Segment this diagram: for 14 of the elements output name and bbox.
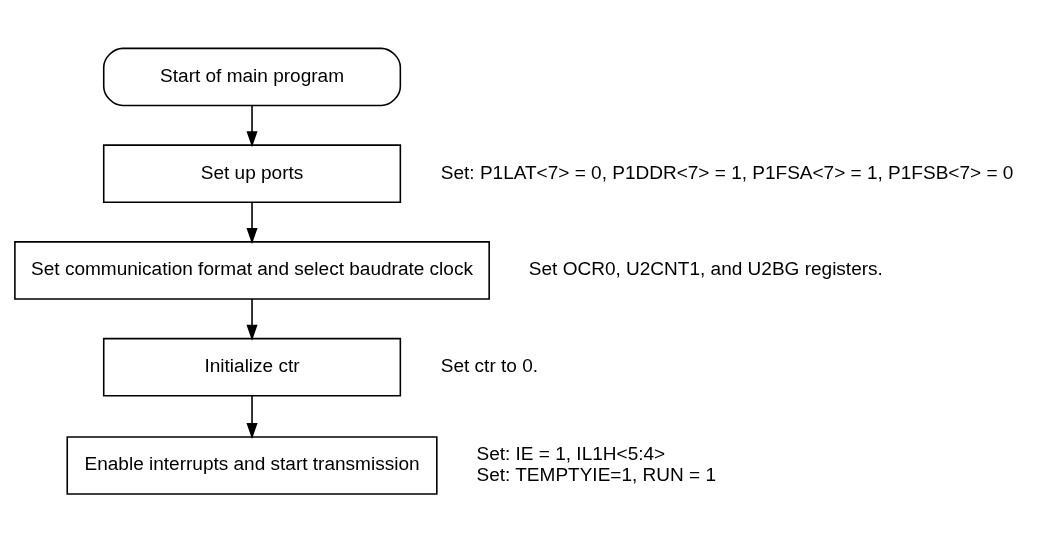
node-label: Set: P1LAT<7> = 0, P1DDR<7> = 1, P1FSA<7> = 1, P1FSB<7> = 0 — [440, 161, 1014, 183]
node-label: Set: TEMPTYIE=1, RUN = 1 — [476, 463, 717, 485]
node-label: Set OCR0, U2CNT1, and U2BG registers. — [528, 258, 883, 280]
arrow — [246, 298, 258, 341]
node-box: Initialize ctr — [102, 337, 402, 397]
node-box: Start of main program — [102, 47, 402, 107]
arrow — [246, 394, 258, 439]
node-label: Set ctr to 0. — [440, 355, 539, 377]
arrow — [246, 104, 258, 148]
node-box: Set communication format and select baudrate clock — [14, 241, 490, 300]
node-box: Set up ports — [102, 144, 402, 203]
node-label: Set: IE = 1, IL1H<5:4> — [476, 443, 666, 465]
arrow — [246, 201, 258, 244]
node-box: Enable interrupts and start transmission — [66, 436, 438, 495]
